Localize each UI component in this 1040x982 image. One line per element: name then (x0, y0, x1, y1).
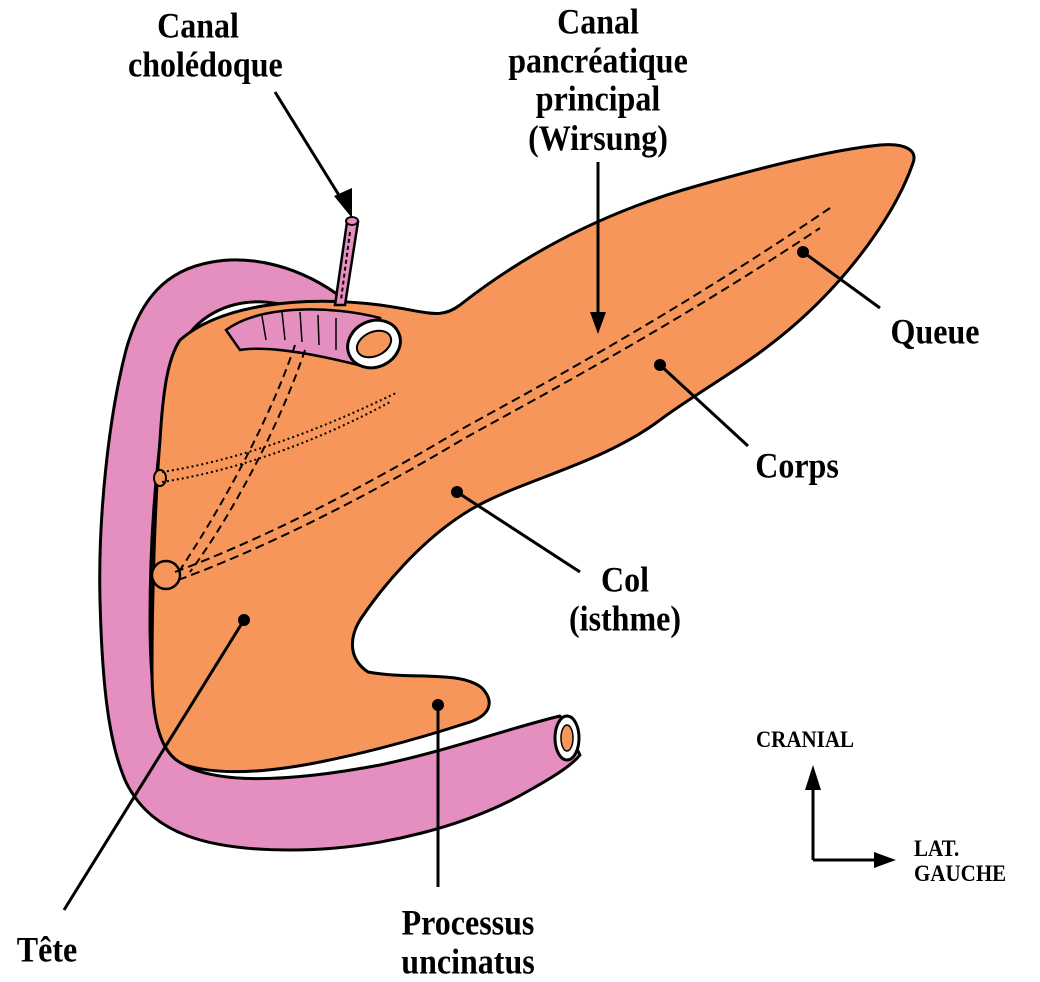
label-col: Col (isthme) (560, 560, 690, 637)
label-canal-pancreatique: Canal pancréatique principal (Wirsung) (508, 2, 688, 157)
label-canal-choledoque: Canal cholédoque (128, 6, 268, 83)
orientation-compass (813, 780, 880, 860)
arrow-right-icon (874, 852, 896, 868)
label-lat-gauche: LAT. GAUCHE (914, 836, 1006, 886)
label-queue: Queue (880, 312, 990, 351)
label-corps: Corps (742, 446, 852, 485)
label-tete: Tête (2, 930, 92, 969)
label-processus: Processus uncinatus (388, 903, 548, 980)
label-cranial: CRANIAL (756, 727, 854, 752)
arrow-up-icon (805, 765, 821, 790)
